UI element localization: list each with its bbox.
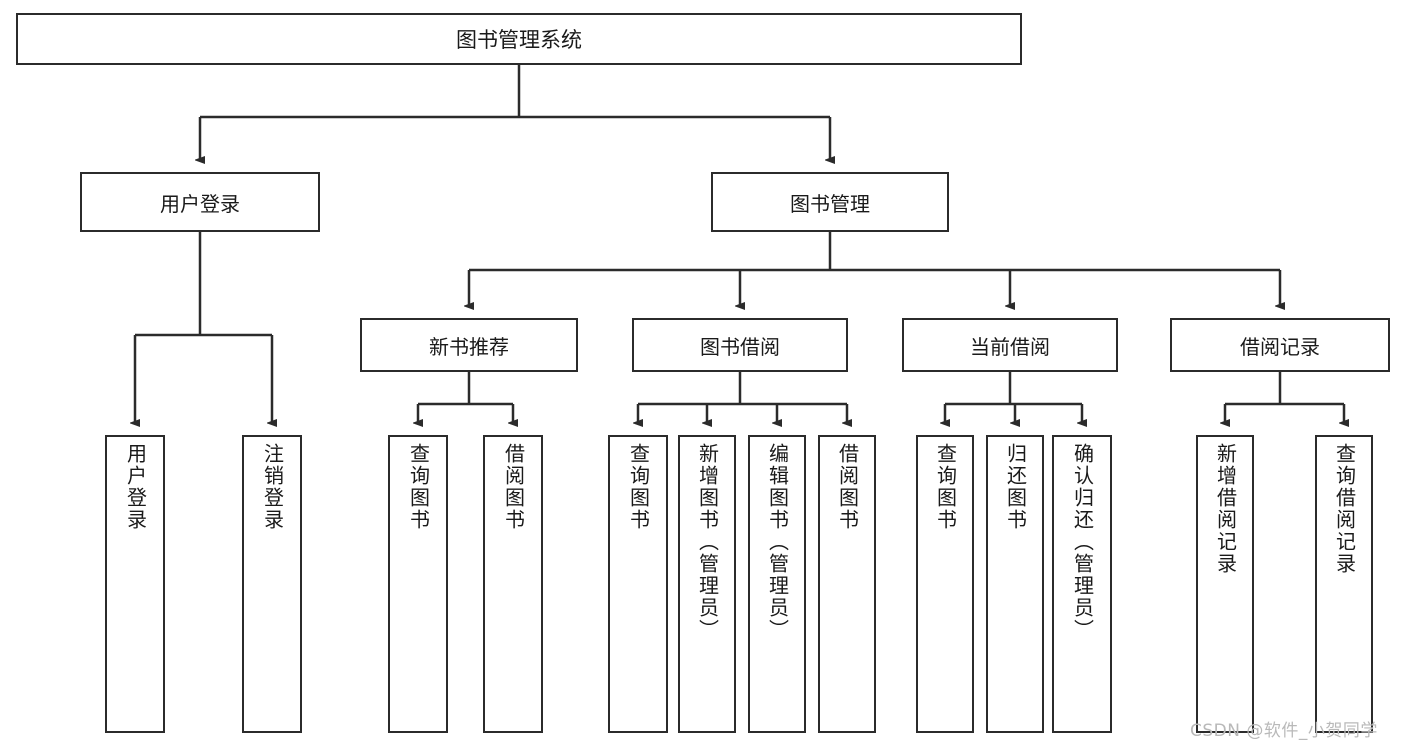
- node-label: 用户登录: [160, 191, 240, 216]
- node-label: 借阅图书: [835, 443, 860, 531]
- node-label: 查询图书: [933, 443, 958, 531]
- node-label: 查询图书: [626, 443, 651, 531]
- node-l8[interactable]: 借阅图书: [818, 435, 876, 733]
- node-borrow[interactable]: 图书借阅: [632, 318, 848, 372]
- node-root[interactable]: 图书管理系统: [16, 13, 1022, 65]
- node-label: 新增借阅记录: [1213, 443, 1238, 575]
- node-label: 用户登录: [123, 443, 148, 531]
- node-label: 当前借阅: [970, 334, 1050, 359]
- node-label: 确认归还（管理员）: [1070, 443, 1095, 641]
- node-label: 查询图书: [406, 443, 431, 531]
- node-l1[interactable]: 用户登录: [105, 435, 165, 733]
- node-label: 查询借阅记录: [1332, 443, 1357, 575]
- node-l7[interactable]: 编辑图书（管理员）: [748, 435, 806, 733]
- node-l6[interactable]: 新增图书（管理员）: [678, 435, 736, 733]
- node-label: 图书借阅: [700, 334, 780, 359]
- node-l3[interactable]: 查询图书: [388, 435, 448, 733]
- node-label: 图书管理系统: [456, 28, 582, 52]
- node-label: 借阅记录: [1240, 334, 1320, 359]
- node-label: 图书管理: [790, 191, 870, 216]
- node-l11[interactable]: 确认归还（管理员）: [1052, 435, 1112, 733]
- node-records[interactable]: 借阅记录: [1170, 318, 1390, 372]
- node-l10[interactable]: 归还图书: [986, 435, 1044, 733]
- node-l9[interactable]: 查询图书: [916, 435, 974, 733]
- node-l2[interactable]: 注销登录: [242, 435, 302, 733]
- node-label: 归还图书: [1003, 443, 1028, 531]
- csdn-watermark: CSDN @软件_小贺同学: [1190, 721, 1378, 741]
- node-label: 编辑图书（管理员）: [765, 443, 790, 641]
- node-label: 新书推荐: [429, 334, 509, 359]
- node-l5[interactable]: 查询图书: [608, 435, 668, 733]
- node-newrec[interactable]: 新书推荐: [360, 318, 578, 372]
- node-login[interactable]: 用户登录: [80, 172, 320, 232]
- node-bookmgmt[interactable]: 图书管理: [711, 172, 949, 232]
- node-l13[interactable]: 查询借阅记录: [1315, 435, 1373, 733]
- node-l4[interactable]: 借阅图书: [483, 435, 543, 733]
- node-current[interactable]: 当前借阅: [902, 318, 1118, 372]
- node-label: 注销登录: [260, 443, 285, 531]
- node-l12[interactable]: 新增借阅记录: [1196, 435, 1254, 733]
- node-label: 新增图书（管理员）: [695, 443, 720, 641]
- node-label: 借阅图书: [501, 443, 526, 531]
